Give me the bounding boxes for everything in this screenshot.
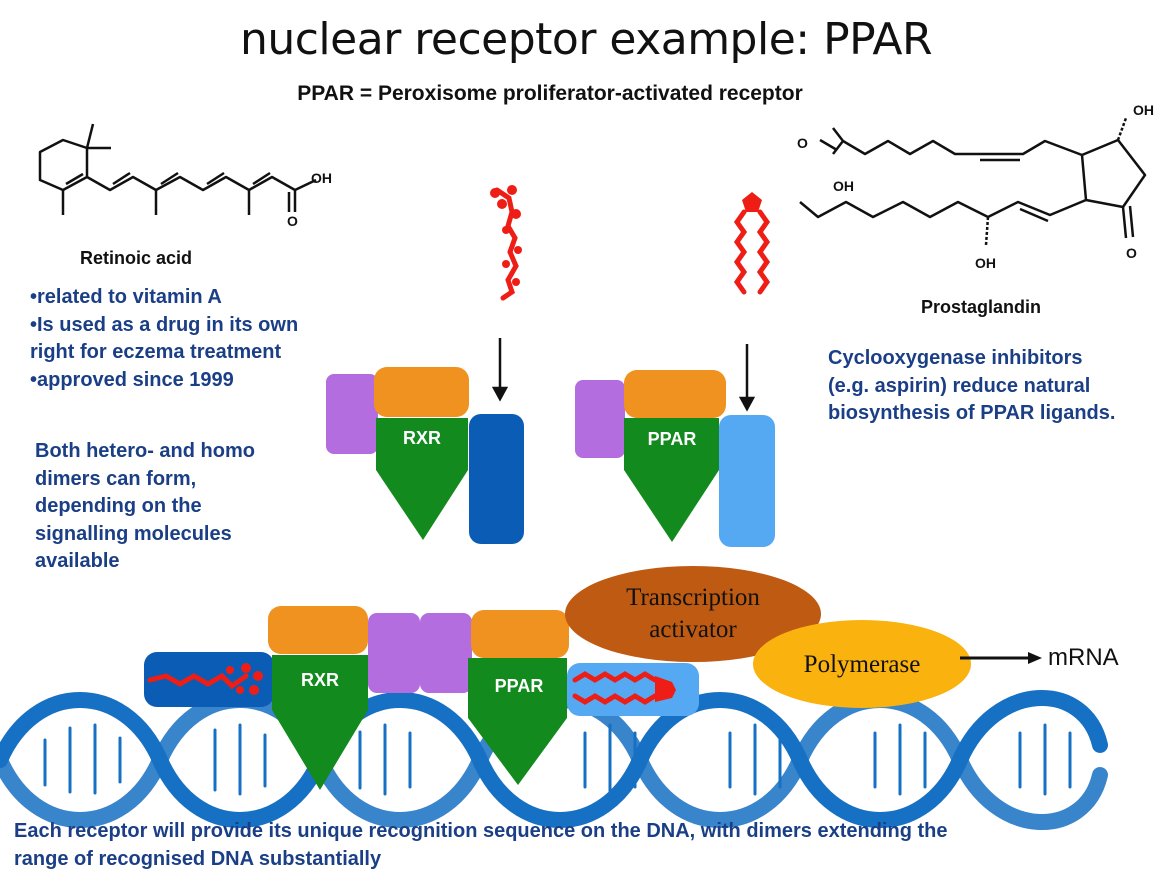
prostaglandin-oh-top: OH	[1133, 102, 1154, 118]
dimer-note-line: depending on the	[35, 493, 255, 521]
footer-line: range of recognised DNA substantially	[14, 846, 947, 873]
rxr-label-bottom: RXR	[301, 670, 339, 690]
retinoic-ligand-icon	[490, 185, 522, 298]
dimer-note-line: Both hetero- and homo	[35, 438, 255, 466]
dimer-note-line: available	[35, 548, 255, 576]
cox-note: Cyclooxygenase inhibitors (e.g. aspirin)…	[828, 345, 1115, 428]
retinoic-note: •Is used as a drug in its own	[30, 312, 298, 340]
dimer-note-line: dimers can form,	[35, 466, 255, 494]
prostaglandin-ligand-icon	[737, 192, 767, 292]
retinoic-note: •approved since 1999	[30, 367, 298, 395]
cox-note-line: (e.g. aspirin) reduce natural	[828, 373, 1115, 401]
prostaglandin-oh-bottom: OH	[975, 255, 996, 271]
ppar-receptor-top	[575, 370, 775, 547]
mrna-label: mRNA	[1048, 644, 1119, 671]
transcription-activator-line1: Transcription	[626, 584, 760, 611]
dna-bound-complex	[144, 566, 1042, 790]
prostaglandin-label: Prostaglandin	[921, 297, 1041, 318]
ppar-label-bottom: PPAR	[495, 676, 544, 696]
prostaglandin-o-right: O	[1126, 245, 1137, 261]
retinoic-note: •related to vitamin A	[30, 284, 298, 312]
ppar-label-top: PPAR	[648, 429, 697, 449]
retinoic-o-label: O	[287, 213, 298, 229]
polymerase-label: Polymerase	[804, 651, 921, 678]
dimer-note-line: signalling molecules	[35, 521, 255, 549]
footer-note: Each receptor will provide its unique re…	[14, 818, 947, 873]
cox-note-line: Cyclooxygenase inhibitors	[828, 345, 1115, 373]
transcription-activator-line2: activator	[649, 616, 737, 643]
footer-line: Each receptor will provide its unique re…	[14, 818, 947, 846]
retinoic-oh-label: OH	[311, 170, 332, 186]
retinoic-acid-label: Retinoic acid	[80, 248, 192, 269]
rxr-label-top: RXR	[403, 428, 441, 448]
prostaglandin-oh-left: OH	[833, 178, 854, 194]
dimer-note: Both hetero- and homo dimers can form, d…	[35, 438, 255, 576]
cox-note-line: biosynthesis of PPAR ligands.	[828, 400, 1115, 428]
retinoic-note: right for eczema treatment	[30, 339, 298, 367]
retinoic-notes: •related to vitamin A •Is used as a drug…	[30, 284, 298, 394]
prostaglandin-o-left: O	[797, 135, 808, 151]
rxr-receptor-top	[326, 367, 524, 544]
retinoic-acid-structure	[40, 124, 316, 215]
